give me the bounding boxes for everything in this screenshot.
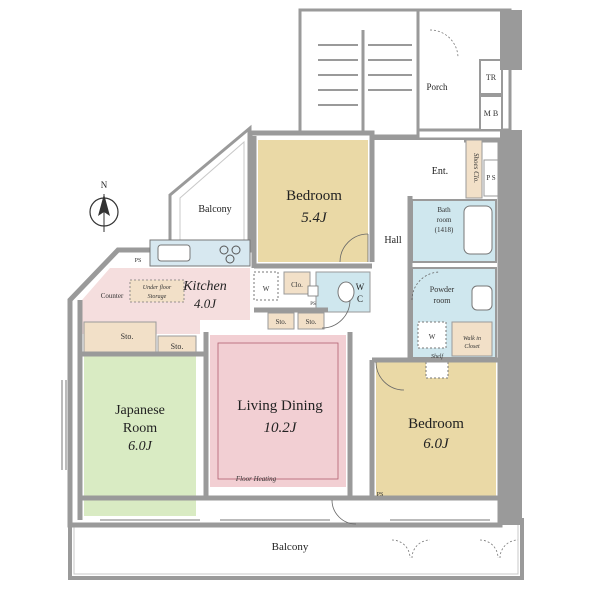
bedroom-north — [258, 140, 368, 262]
washer-powder-label: W — [429, 333, 436, 341]
toilet — [337, 281, 355, 303]
closet-small — [283, 271, 311, 295]
storage-b-label: Sto. — [305, 318, 316, 326]
bedroom-south-size: 6.0J — [423, 436, 450, 452]
wc-label-2: C — [357, 294, 363, 304]
ps-kitchen-label: PS — [135, 258, 142, 264]
walkin-label-1: Walk in — [463, 336, 481, 342]
entrance-area — [412, 140, 464, 196]
balcony-bottom-label: Balcony — [272, 541, 309, 553]
bedroom-south-name: Bedroom — [408, 416, 464, 432]
fridge-space — [253, 271, 279, 301]
pipe-space-right — [483, 159, 499, 197]
ps-shaft-small — [307, 285, 319, 297]
ps-small-label: PS — [310, 302, 316, 307]
porch-area — [416, 8, 522, 132]
japanese-room — [84, 356, 196, 516]
ps-bottom-label: PS — [377, 492, 384, 498]
balcony-top-label: Balcony — [198, 204, 231, 215]
wc-label-1: W — [356, 282, 365, 292]
storage-a-label: Sto. — [275, 318, 286, 326]
underfloor-label-2: Storage — [148, 294, 167, 300]
staircase — [298, 8, 420, 138]
japanese-name-1: Japanese — [115, 403, 165, 418]
shelf-box — [425, 359, 449, 379]
storage-a — [267, 312, 295, 330]
doors — [321, 233, 441, 525]
compass-north-icon — [89, 194, 119, 232]
powder-name-2: room — [434, 296, 452, 305]
kitchen-size: 4.0J — [194, 296, 217, 311]
living-name: Living Dining — [237, 398, 323, 414]
storage-japanese-label: Sto. — [121, 332, 134, 341]
living-size: 10.2J — [264, 420, 298, 436]
windows — [61, 380, 490, 521]
floor-heating-note: Floor Heating — [235, 475, 277, 483]
hall-area — [372, 140, 412, 360]
shelf-label: Shelf — [431, 353, 444, 360]
closet-label: Clo. — [291, 281, 303, 289]
washer-space — [417, 321, 447, 349]
storage-b — [297, 312, 325, 330]
underfloor-label-1: Under floor — [143, 284, 172, 291]
bathtub — [463, 205, 493, 255]
bath-name-1: Bath — [437, 206, 451, 214]
walkin-label-2: Closet — [464, 344, 480, 350]
bath-size: (1418) — [435, 226, 454, 234]
porch-label: Porch — [427, 82, 448, 92]
living-dining-inner — [217, 342, 339, 480]
bedroom-north-name: Bedroom — [286, 188, 342, 204]
walk-in-closet — [451, 321, 493, 357]
storage-small-label: Sto. — [171, 342, 184, 351]
japanese-size: 6.0J — [128, 439, 153, 454]
shoes-closet — [465, 139, 483, 199]
stove-icon — [219, 245, 241, 264]
powder-name-1: Powder — [430, 285, 455, 294]
bedroom-north-size: 5.4J — [301, 210, 328, 226]
top-balcony — [168, 124, 252, 250]
entrance-label: Ent. — [432, 166, 448, 177]
tr-label: TR — [486, 73, 497, 82]
counter-label: Counter — [101, 292, 124, 300]
compass-label: N — [101, 180, 108, 190]
japanese-name-2: Room — [123, 421, 157, 436]
living-dining — [210, 335, 346, 487]
interior-walls — [77, 136, 500, 520]
kitchen-name: Kitchen — [182, 279, 227, 294]
bath-name-2: room — [437, 216, 452, 224]
sink — [157, 244, 191, 262]
ps-right-label: P S — [486, 174, 495, 182]
washer-kitchen-label: W — [263, 285, 270, 293]
bedroom-south — [376, 360, 496, 498]
washbasin — [471, 285, 493, 311]
shoes-closet-label: Shoes Clo. — [472, 153, 480, 183]
hall-label: Hall — [384, 235, 401, 246]
mb-label: M B — [484, 109, 498, 118]
underfloor-storage — [129, 279, 185, 303]
